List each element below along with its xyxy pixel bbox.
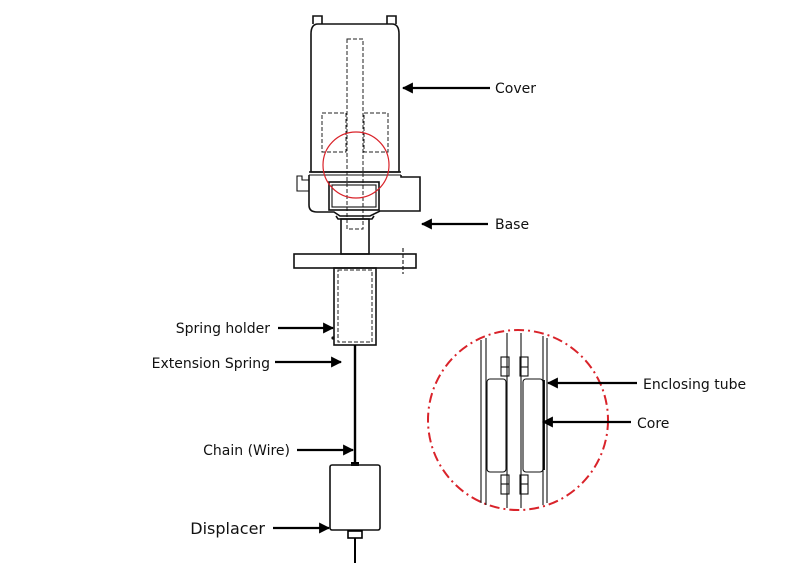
label-spring-holder: Spring holder	[176, 321, 270, 337]
spring-holder-tube	[333, 267, 377, 346]
displacer-part	[329, 464, 381, 563]
label-cover: Cover	[495, 81, 536, 97]
base-side-tab	[296, 175, 309, 192]
label-chain: Chain (Wire)	[203, 443, 290, 459]
detail-view	[427, 329, 609, 511]
label-displacer: Displacer	[190, 519, 265, 538]
flange	[293, 253, 417, 269]
base-window	[328, 181, 380, 211]
magnet-right-dashed	[363, 112, 389, 153]
spring-holder-part	[331, 267, 377, 346]
label-extension-spring: Extension Spring	[152, 356, 270, 372]
magnet-left-dashed	[321, 112, 347, 153]
shaft-dashed	[346, 38, 364, 230]
displacer-body	[329, 464, 381, 531]
cover-part	[310, 15, 400, 230]
base-neck	[340, 218, 370, 255]
detail-view-circle	[427, 329, 609, 511]
detail-marker-circle	[322, 131, 390, 199]
label-enclosing-tube: Enclosing tube	[643, 377, 746, 393]
core-right	[522, 378, 544, 473]
base-part	[296, 171, 421, 255]
cover-tab-right	[386, 15, 397, 24]
label-core: Core	[637, 416, 669, 432]
cover-tab-left	[312, 15, 323, 24]
label-base: Base	[495, 217, 529, 233]
flange-part	[293, 248, 417, 274]
core-left	[486, 378, 507, 473]
